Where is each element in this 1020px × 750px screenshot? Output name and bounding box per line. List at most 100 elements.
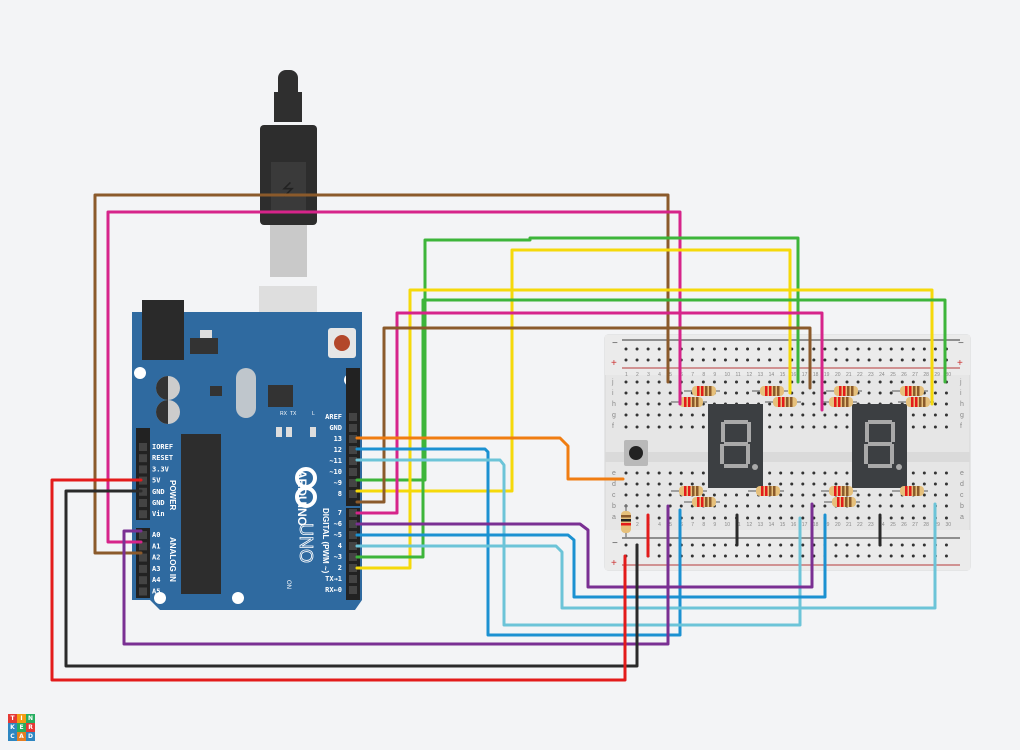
rail-hole[interactable] [812,347,816,351]
breadboard-hole[interactable] [867,504,871,508]
breadboard-hole[interactable] [690,413,694,417]
breadboard-hole[interactable] [779,516,783,520]
breadboard-hole[interactable] [801,425,805,429]
rail-hole[interactable] [878,347,882,351]
digital-pin[interactable] [349,457,357,465]
breadboard-hole[interactable] [823,391,827,395]
breadboard[interactable]: − + − + − + 1122334455667788991010111112… [604,334,971,571]
rail-hole[interactable] [768,543,772,547]
breadboard-hole[interactable] [889,493,893,497]
breadboard-hole[interactable] [768,425,772,429]
breadboard-hole[interactable] [690,425,694,429]
breadboard-hole[interactable] [944,504,948,508]
rail-hole[interactable] [900,347,904,351]
analog-pin[interactable] [139,531,147,539]
breadboard-hole[interactable] [834,516,838,520]
rail-hole[interactable] [723,347,727,351]
breadboard-hole[interactable] [779,471,783,475]
breadboard-hole[interactable] [856,493,860,497]
breadboard-hole[interactable] [624,391,628,395]
breadboard-hole[interactable] [922,471,926,475]
rail-hole[interactable] [889,347,893,351]
rail-hole[interactable] [889,543,893,547]
analog-pin[interactable] [139,576,147,585]
breadboard-hole[interactable] [790,516,794,520]
digital-pin[interactable] [349,564,357,572]
analog-pin[interactable] [139,587,147,596]
breadboard-hole[interactable] [768,482,772,486]
breadboard-hole[interactable] [723,504,727,508]
breadboard-hole[interactable] [889,504,893,508]
resistor[interactable] [752,386,788,396]
wire-a1-magenta[interactable] [106,210,682,544]
rail-hole[interactable] [823,347,827,351]
wire-5v-red[interactable] [50,478,627,682]
breadboard-hole[interactable] [768,380,772,384]
rail-hole[interactable] [746,358,750,362]
rail-hole[interactable] [768,358,772,362]
breadboard-hole[interactable] [668,471,672,475]
resistor[interactable] [892,486,928,496]
digital-pin[interactable] [349,468,357,476]
breadboard-hole[interactable] [933,493,937,497]
rail-hole[interactable] [911,543,915,547]
breadboard-hole[interactable] [801,471,805,475]
digital-pin[interactable] [349,424,357,432]
breadboard-hole[interactable] [779,482,783,486]
breadboard-hole[interactable] [712,380,716,384]
breadboard-hole[interactable] [635,516,639,520]
wire-pin12-blue[interactable] [355,447,682,637]
breadboard-hole[interactable] [735,391,738,395]
breadboard-hole[interactable] [823,471,827,475]
breadboard-hole[interactable] [801,482,805,486]
resistor[interactable] [821,486,857,496]
rail-hole[interactable] [635,347,639,351]
breadboard-hole[interactable] [834,425,838,429]
breadboard-hole[interactable] [845,380,849,384]
breadboard-hole[interactable] [823,380,827,384]
breadboard-hole[interactable] [668,425,672,429]
rail-hole[interactable] [690,543,694,547]
breadboard-hole[interactable] [768,516,772,520]
wire-a2-brown[interactable] [93,193,670,555]
rail-hole[interactable] [779,358,783,362]
breadboard-hole[interactable] [690,482,694,486]
breadboard-hole[interactable] [889,391,893,395]
power-pin[interactable] [139,465,147,474]
resistor[interactable] [671,486,707,496]
rail-hole[interactable] [701,358,705,362]
breadboard-hole[interactable] [679,471,683,475]
breadboard-hole[interactable] [944,413,948,417]
rail-hole[interactable] [657,347,661,351]
breadboard-hole[interactable] [768,413,772,417]
breadboard-hole[interactable] [723,380,727,384]
wire-pin9-yellow[interactable] [355,248,792,493]
breadboard-hole[interactable] [845,482,849,486]
breadboard-hole[interactable] [668,493,672,497]
breadboard-hole[interactable] [701,413,705,417]
rail-hole[interactable] [834,347,838,351]
rail-hole[interactable] [878,358,882,362]
breadboard-hole[interactable] [779,425,783,429]
breadboard-hole[interactable] [668,413,672,417]
resistor[interactable] [684,386,720,396]
rail-hole[interactable] [867,543,871,547]
power-pin[interactable] [139,454,147,463]
breadboard-hole[interactable] [867,493,871,497]
wire-a0-purple[interactable] [122,504,670,646]
rail-hole[interactable] [624,347,628,351]
breadboard-hole[interactable] [679,413,683,417]
breadboard-hole[interactable] [834,471,838,475]
rail-hole[interactable] [933,358,937,362]
analog-pin[interactable] [139,564,147,573]
breadboard-hole[interactable] [889,380,893,384]
breadboard-hole[interactable] [911,380,915,384]
breadboard-hole[interactable] [944,391,948,395]
wire-pin7-magenta[interactable] [355,311,824,515]
rail-hole[interactable] [801,347,805,351]
breadboard-hole[interactable] [834,413,838,417]
breadboard-hole[interactable] [624,425,628,429]
rail-hole[interactable] [834,358,838,362]
seven-segment-display[interactable] [852,404,907,488]
